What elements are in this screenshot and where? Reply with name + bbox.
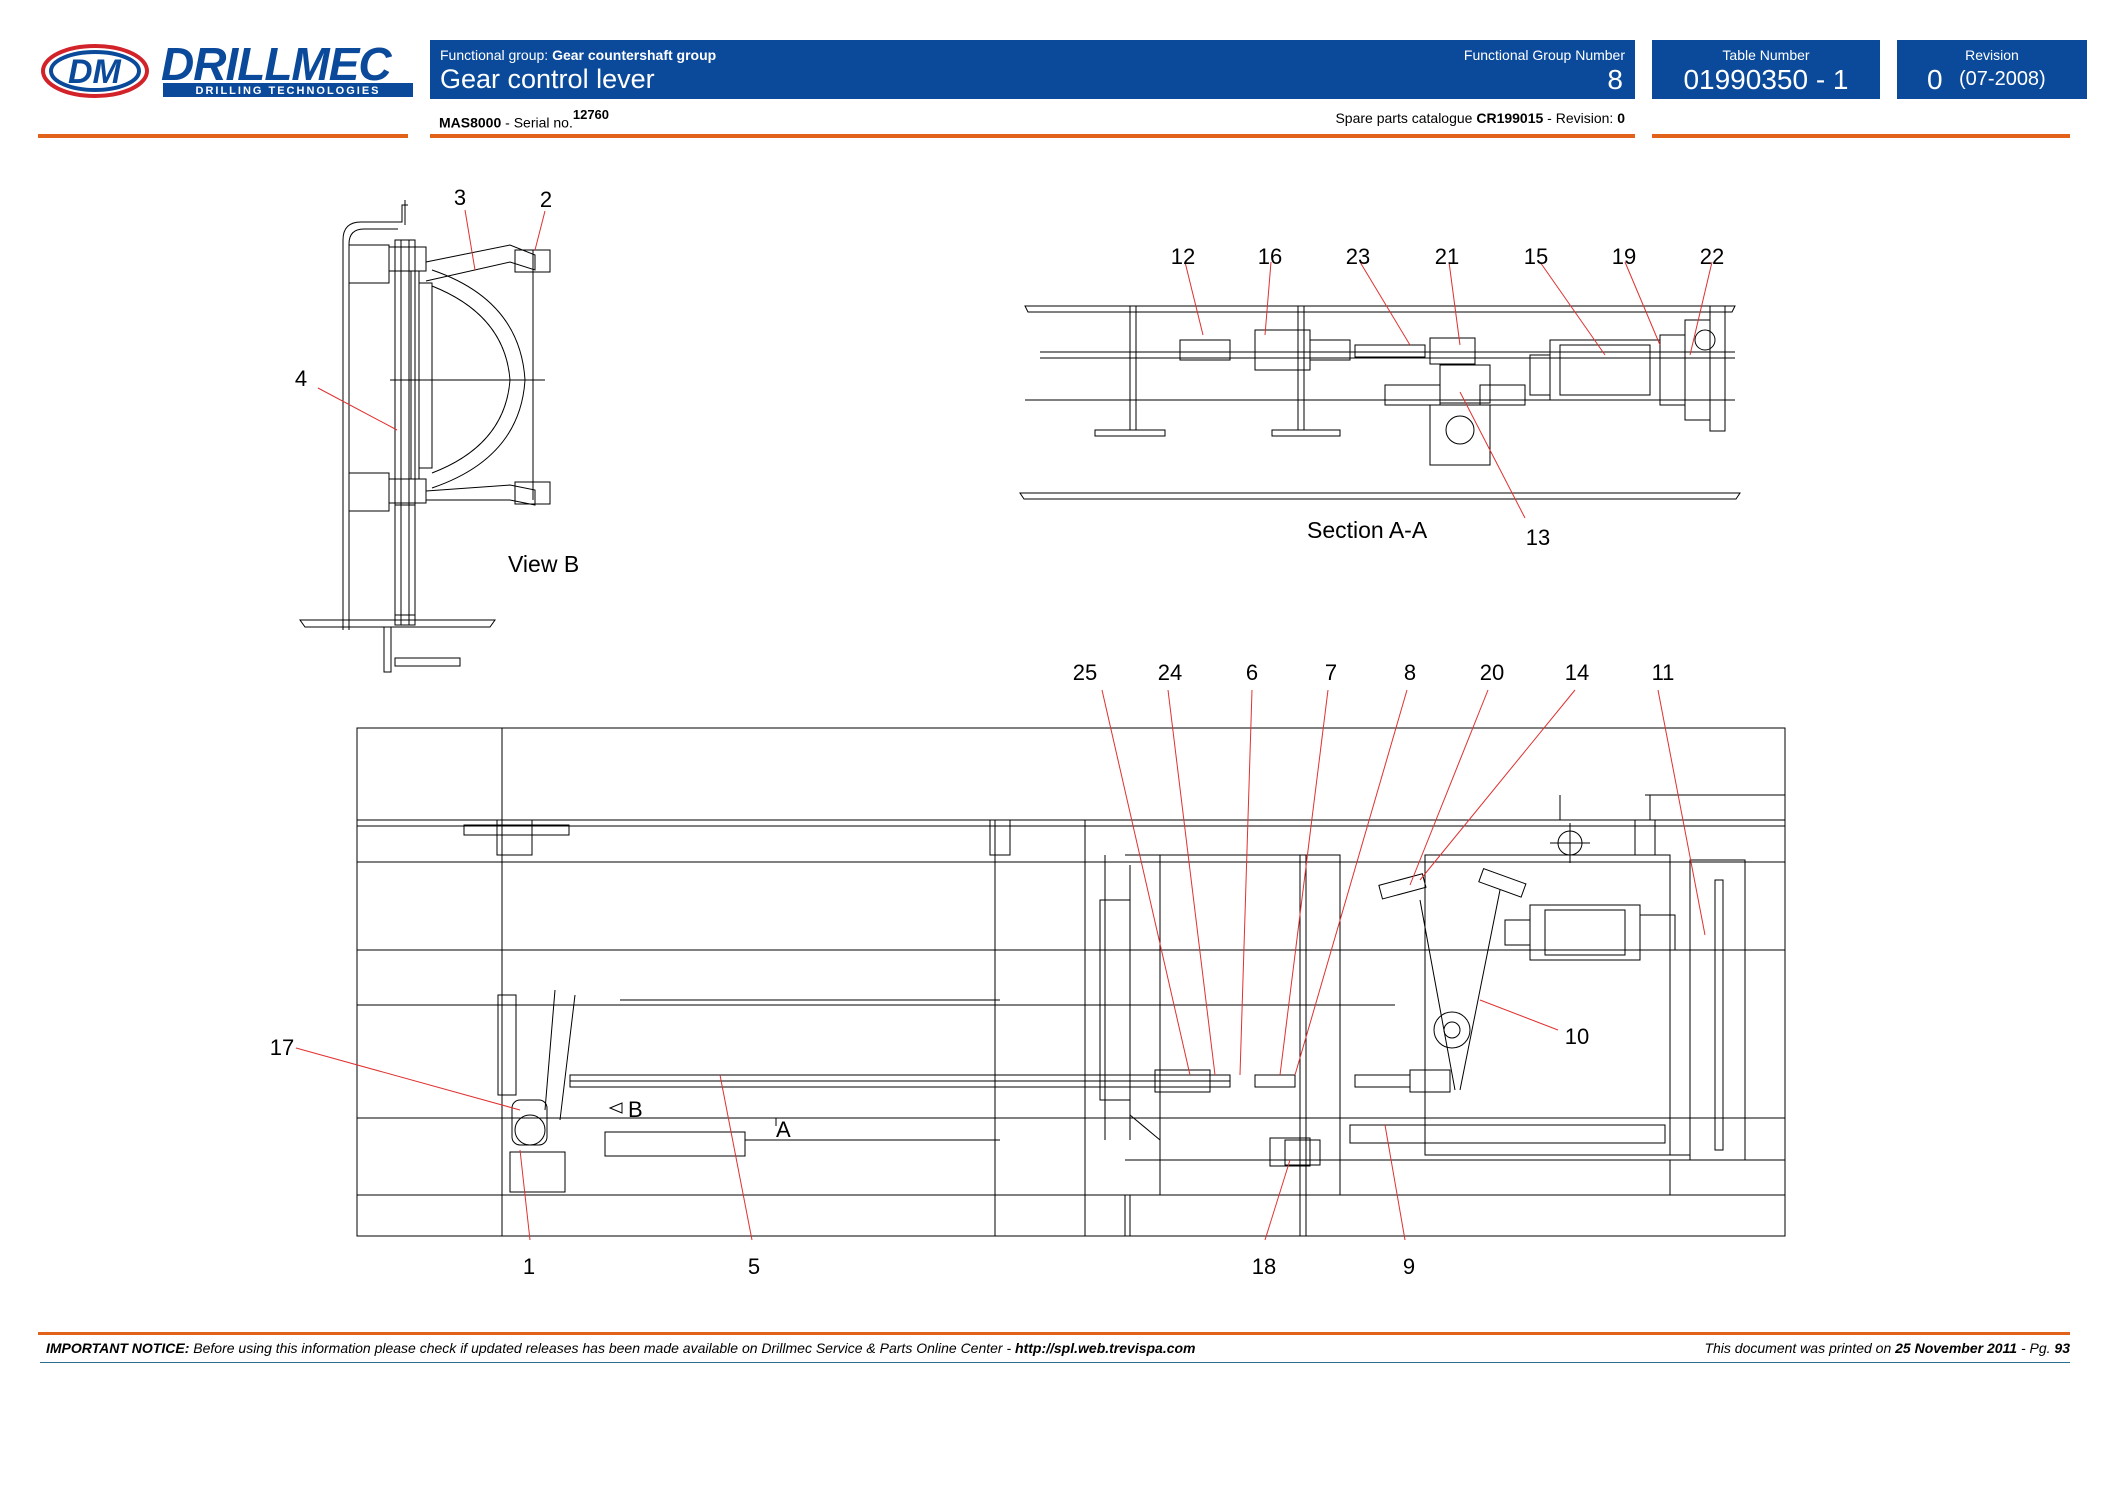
callout-20: 20 (1480, 660, 1504, 685)
callout-leaders (295, 209, 1713, 1241)
callout-5: 5 (748, 1254, 760, 1279)
logo-wordmark: DRILLMEC (161, 38, 392, 90)
catalogue-number: CR199015 (1476, 110, 1544, 126)
callout-23: 23 (1346, 244, 1370, 269)
page-label: - Pg. (2017, 1340, 2055, 1356)
printed-date: 25 November 2011 (1895, 1340, 2018, 1356)
view-b-label: View B (508, 551, 579, 577)
callout-15: 15 (1524, 244, 1548, 269)
callout-19: 19 (1612, 244, 1636, 269)
callout-10: 10 (1565, 1024, 1589, 1049)
callout-1: 1 (523, 1254, 535, 1279)
functional-group-number: 8 (1607, 64, 1623, 95)
view-b-drawing (299, 200, 551, 673)
footer-top-rule (38, 1332, 2070, 1335)
callout-9: 9 (1403, 1254, 1415, 1279)
notice-url-link[interactable]: http://spl.web.trevispa.com (1015, 1340, 1196, 1356)
serial-number: 12760 (572, 107, 610, 122)
footer-bottom-rule (40, 1362, 2070, 1363)
marker-b-arrow-icon (608, 1102, 623, 1114)
print-info: This document was printed on 25 November… (1704, 1340, 2070, 1356)
callout-4: 4 (295, 366, 307, 391)
logo-tagline: DRILLING TECHNOLOGIES (196, 85, 381, 97)
notice-label: IMPORTANT NOTICE: (46, 1340, 190, 1356)
notice-text: Before using this information please che… (189, 1340, 1016, 1356)
callout-7: 7 (1325, 660, 1337, 685)
catalogue-revision-value: 0 (1617, 110, 1625, 126)
callout-11: 11 (1652, 660, 1675, 685)
functional-group-label: Functional group: (440, 47, 549, 63)
revision-box: Revision 0 (07-2008) (1897, 40, 2087, 99)
callout-21: 21 (1435, 244, 1459, 269)
logo-graphic: DM DRILLMEC DRILLING TECHNOLOGIES (41, 38, 413, 98)
callout-2: 2 (540, 187, 552, 212)
callout-16: 16 (1258, 244, 1282, 269)
table-number-box: Table Number 01990350 - 1 (1652, 40, 1880, 99)
logo-underline (38, 134, 408, 138)
catalogue-info: Spare parts catalogue CR199015 - Revisio… (1335, 110, 1625, 126)
section-a-a-label: Section A-A (1307, 517, 1428, 543)
header-underline-right (1652, 134, 2070, 138)
catalogue-label: Spare parts catalogue (1335, 110, 1473, 126)
revision-label: Revision (1965, 47, 2019, 63)
printed-label: This document was printed on (1704, 1340, 1896, 1356)
callout-17: 17 (270, 1035, 294, 1060)
main-plan-drawing (356, 727, 1786, 1237)
serial-label: - Serial no. (501, 114, 573, 131)
callout-8: 8 (1404, 660, 1416, 685)
table-number: 01990350 - 1 (1683, 64, 1849, 95)
functional-group: Functional group: Gear countershaft grou… (440, 47, 716, 63)
functional-group-number-label: Functional Group Number (1463, 47, 1625, 63)
callout-22: 22 (1700, 244, 1724, 269)
drillmec-logo: DM DRILLMEC DRILLING TECHNOLOGIES (38, 38, 413, 106)
callout-6: 6 (1246, 660, 1258, 685)
callout-12: 12 (1171, 244, 1195, 269)
callout-14: 14 (1565, 660, 1589, 685)
callout-13: 13 (1526, 525, 1550, 550)
model-serial: MAS8000 - Serial no.12760 (439, 107, 610, 131)
callout-25: 25 (1073, 660, 1097, 685)
section-a-a-drawing (1019, 305, 1741, 500)
revision-date: (07-2008) (1959, 68, 2046, 90)
header-underline (430, 134, 1635, 138)
functional-group-value: Gear countershaft group (552, 47, 717, 63)
callout-18: 18 (1252, 1254, 1276, 1279)
important-notice: IMPORTANT NOTICE: Before using this info… (46, 1340, 1196, 1356)
callout-24: 24 (1158, 660, 1182, 685)
marker-a: A (776, 1117, 791, 1142)
page-number: 93 (2054, 1340, 2070, 1356)
marker-a-arrow-icon (770, 1117, 782, 1126)
callout-3: 3 (454, 185, 466, 210)
svg-text:DM: DM (68, 53, 122, 91)
header-title-box: Functional group: Gear countershaft grou… (430, 40, 1635, 99)
revision-number: 0 (1927, 64, 1943, 95)
page-title: Gear control lever (440, 64, 655, 94)
marker-b: B (628, 1097, 643, 1122)
catalogue-revision-label: - Revision: (1547, 110, 1614, 126)
model-name: MAS8000 (439, 114, 502, 131)
table-number-label: Table Number (1722, 47, 1810, 63)
